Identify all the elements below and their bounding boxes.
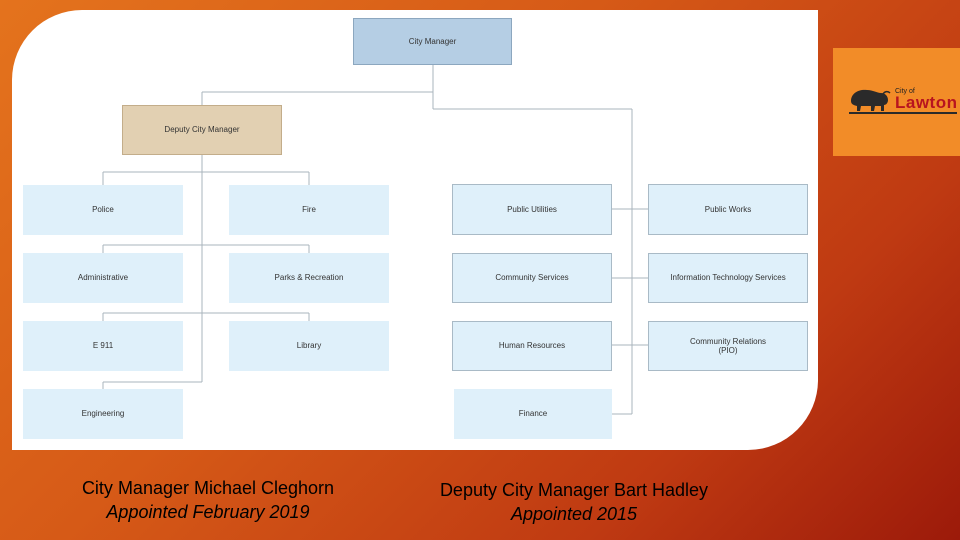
box-community-services: Community Services [452,253,612,303]
caption-city-manager-appointed: Appointed February 2019 [106,502,310,522]
logo-small-text: City of [895,88,915,95]
org-chart-panel: City Manager Deputy City Manager Police … [12,10,818,450]
box-administrative: Administrative [23,253,183,303]
city-logo: City of Lawton [833,48,960,156]
box-finance: Finance [454,389,612,439]
caption-deputy-city-manager: Deputy City Manager Bart Hadley Appointe… [396,478,752,526]
box-information-technology-services: Information Technology Services [648,253,808,303]
caption-deputy-appointed: Appointed 2015 [510,504,638,524]
box-library: Library [229,321,389,371]
box-fire: Fire [229,185,389,235]
box-engineering: Engineering [23,389,183,439]
box-community-relations: Community Relations (PIO) [648,321,808,371]
box-human-resources: Human Resources [452,321,612,371]
box-deputy-city-manager: Deputy City Manager [122,105,282,155]
buffalo-icon [851,89,891,111]
box-city-manager: City Manager [353,18,512,65]
caption-city-manager: City Manager Michael Cleghorn Appointed … [40,476,376,524]
caption-city-manager-name: City Manager Michael Cleghorn [81,478,335,498]
box-police: Police [23,185,183,235]
box-public-utilities: Public Utilities [452,184,612,235]
logo-underline [849,112,957,114]
logo-big-text: Lawton [895,93,958,112]
caption-deputy-name: Deputy City Manager Bart Hadley [439,480,709,500]
connector-lines [102,65,648,415]
box-e911: E 911 [23,321,183,371]
box-parks-recreation: Parks & Recreation [229,253,389,303]
box-public-works: Public Works [648,184,808,235]
